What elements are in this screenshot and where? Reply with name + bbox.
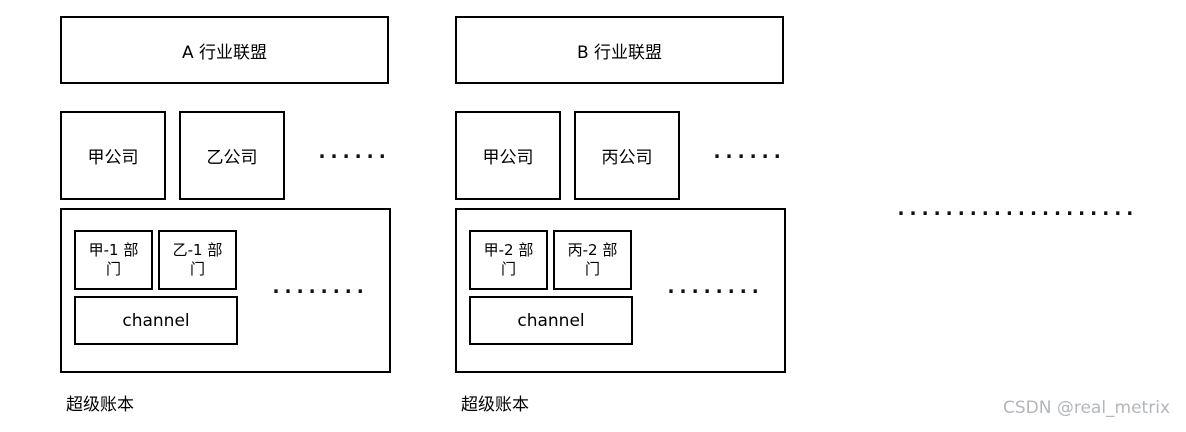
alliance-a-company-2-box: 乙公司 [179,111,285,200]
alliance-b-company-1-box: 甲公司 [455,111,561,200]
alliance-a-title: A 行业联盟 [181,42,268,63]
alliance-a-channel-label: channel [122,310,190,331]
alliance-a-department-1-label: 甲-1 部门 [88,241,139,278]
watermark: CSDN @real_metrix [1002,398,1170,418]
alliance-b-channel-label: channel [517,310,585,331]
alliance-b-channel-box: channel [469,296,633,345]
alliance-a-department-2-box: 乙-1 部门 [158,230,237,290]
alliance-b-company-ellipsis: ...... [711,139,784,163]
alliance-a-ledger-label: 超级账本 [66,395,134,415]
alliance-a-channel-box: channel [74,296,238,345]
alliance-a-company-1-box: 甲公司 [60,111,166,200]
alliance-b-ledger-label: 超级账本 [461,395,529,415]
alliance-b-department-2-box: 丙-2 部门 [553,230,632,290]
alliance-a-company-ellipsis: ...... [316,139,389,163]
alliance-a-title-box: A 行业联盟 [60,16,389,84]
alliance-b-title-box: B 行业联盟 [455,16,784,84]
alliance-a-ledger-box: 甲-1 部门 乙-1 部门 channel ........ [60,208,391,373]
alliance-a-company-2-label: 乙公司 [206,148,258,168]
alliance-a-company-1-label: 甲公司 [87,148,139,168]
alliance-b-department-1-box: 甲-2 部门 [469,230,548,290]
alliance-b-company-2-box: 丙公司 [574,111,680,200]
alliance-a-group: A 行业联盟 甲公司 乙公司 ...... 甲-1 部门 乙-1 部门 chan… [0,0,400,432]
alliance-b-department-2-label: 丙-2 部门 [567,241,618,278]
alliance-a-department-1-box: 甲-1 部门 [74,230,153,290]
more-alliances-ellipsis: .................... [895,196,1136,220]
alliance-b-department-ellipsis: ........ [665,274,762,298]
alliance-a-department-ellipsis: ........ [270,274,367,298]
alliance-b-company-2-label: 丙公司 [601,148,653,168]
alliance-b-company-1-label: 甲公司 [482,148,534,168]
alliance-b-department-1-label: 甲-2 部门 [483,241,534,278]
alliance-b-ledger-box: 甲-2 部门 丙-2 部门 channel ........ [455,208,786,373]
alliance-b-title: B 行业联盟 [576,42,663,63]
alliance-a-department-2-label: 乙-1 部门 [172,241,223,278]
alliance-b-group: B 行业联盟 甲公司 丙公司 ...... 甲-2 部门 丙-2 部门 chan… [395,0,795,432]
